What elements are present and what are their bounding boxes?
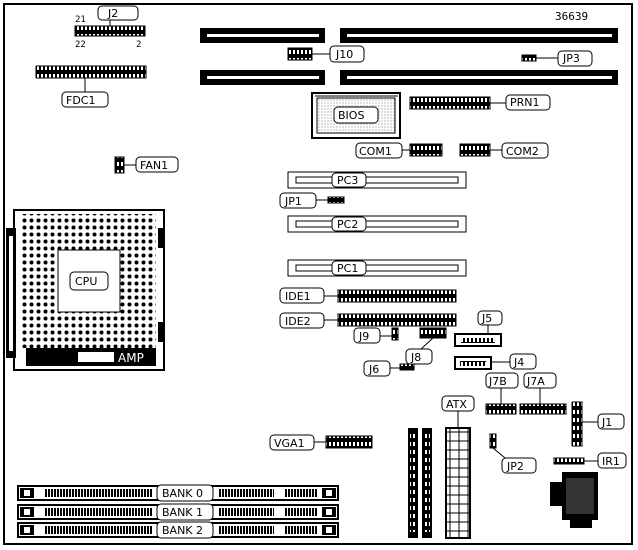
amp-label: AMP [118, 351, 144, 365]
ps2-connector [550, 472, 598, 528]
j4-connector: J4 [454, 353, 537, 370]
j5-connector: J5 [454, 310, 503, 347]
ide1-label: IDE1 [285, 290, 311, 303]
com2-label: COM2 [506, 145, 539, 158]
prn1-label: PRN1 [510, 96, 540, 109]
atx-power-connector: ATX [441, 395, 475, 539]
ir1-header: IR1 [553, 452, 627, 469]
ide1-connector: IDE1 [279, 287, 457, 304]
ir1-label: IR1 [602, 455, 620, 468]
ide2-label: IDE2 [285, 315, 311, 328]
cpu-socket: CPU AMP [6, 209, 165, 371]
j1-header: J1 [571, 401, 625, 447]
j2-label: J2 [107, 7, 118, 20]
j6-label: J6 [368, 363, 379, 376]
pci-slot-pc1: PC1 [287, 259, 467, 277]
pc1-label: PC1 [337, 262, 358, 275]
vga1-connector: VGA1 [269, 434, 373, 451]
pc2-label: PC2 [337, 218, 358, 231]
bios-chip: BIOS [311, 92, 401, 139]
svg-text:2: 2 [136, 40, 141, 50]
j1-label: J1 [601, 416, 612, 429]
pc3-label: PC3 [337, 174, 358, 187]
j6-header: J6 [363, 360, 415, 377]
jp1-label: JP1 [284, 195, 302, 208]
j2-header: 21 22 2 J2 [74, 5, 146, 50]
j4-label: J4 [513, 356, 524, 369]
fdc1-connector: FDC1 [35, 65, 147, 108]
bios-label: BIOS [338, 109, 364, 122]
com1-label: COM1 [359, 145, 392, 158]
j5-label: J5 [481, 312, 492, 325]
jp2-jumper: JP2 [489, 433, 537, 474]
dimm-bank-2: BANK 2 [17, 521, 339, 539]
cpu-label: CPU [75, 275, 97, 288]
at-power-connector [408, 428, 432, 538]
jp1-jumper: JP1 [279, 192, 345, 209]
svg-text:21: 21 [75, 15, 86, 25]
j7b-label: J7B [488, 375, 507, 388]
prn1-connector: PRN1 [409, 94, 551, 111]
bank0-label: BANK 0 [162, 487, 203, 500]
j8-header: J8 [405, 327, 447, 365]
pci-slot-pc2: PC2 [287, 215, 467, 233]
jp3-label: JP3 [562, 52, 580, 65]
bank2-label: BANK 2 [162, 524, 203, 537]
fan1-label: FAN1 [140, 159, 168, 172]
isa-slots [200, 28, 618, 85]
jp3-jumper: JP3 [521, 50, 593, 67]
j7a-label: J7A [526, 375, 545, 388]
pci-slot-pc3: PC3 [287, 171, 467, 189]
bank1-label: BANK 1 [162, 506, 203, 519]
fdc1-label: FDC1 [66, 94, 95, 107]
fan1-header: FAN1 [114, 156, 179, 174]
j9-header: J9 [353, 327, 399, 344]
vga1-label: VGA1 [274, 437, 305, 450]
j8-label: J8 [410, 351, 421, 364]
atx-label: ATX [446, 398, 467, 411]
dimm-bank-1: BANK 1 [17, 503, 339, 521]
j9-label: J9 [358, 330, 369, 343]
ide2-connector: IDE2 [279, 312, 457, 329]
jp2-label: JP2 [506, 460, 524, 473]
j7a-header: J7A [519, 372, 567, 415]
figure-id: 36639 [555, 10, 588, 23]
j10-header: J10 [287, 45, 365, 63]
com1-header: COM1 [355, 142, 443, 159]
com2-header: COM2 [459, 142, 549, 159]
svg-text:22: 22 [75, 40, 86, 50]
j10-label: J10 [335, 48, 353, 61]
dimm-bank-0: BANK 0 [17, 484, 339, 502]
j7b-header: J7B [485, 372, 519, 415]
